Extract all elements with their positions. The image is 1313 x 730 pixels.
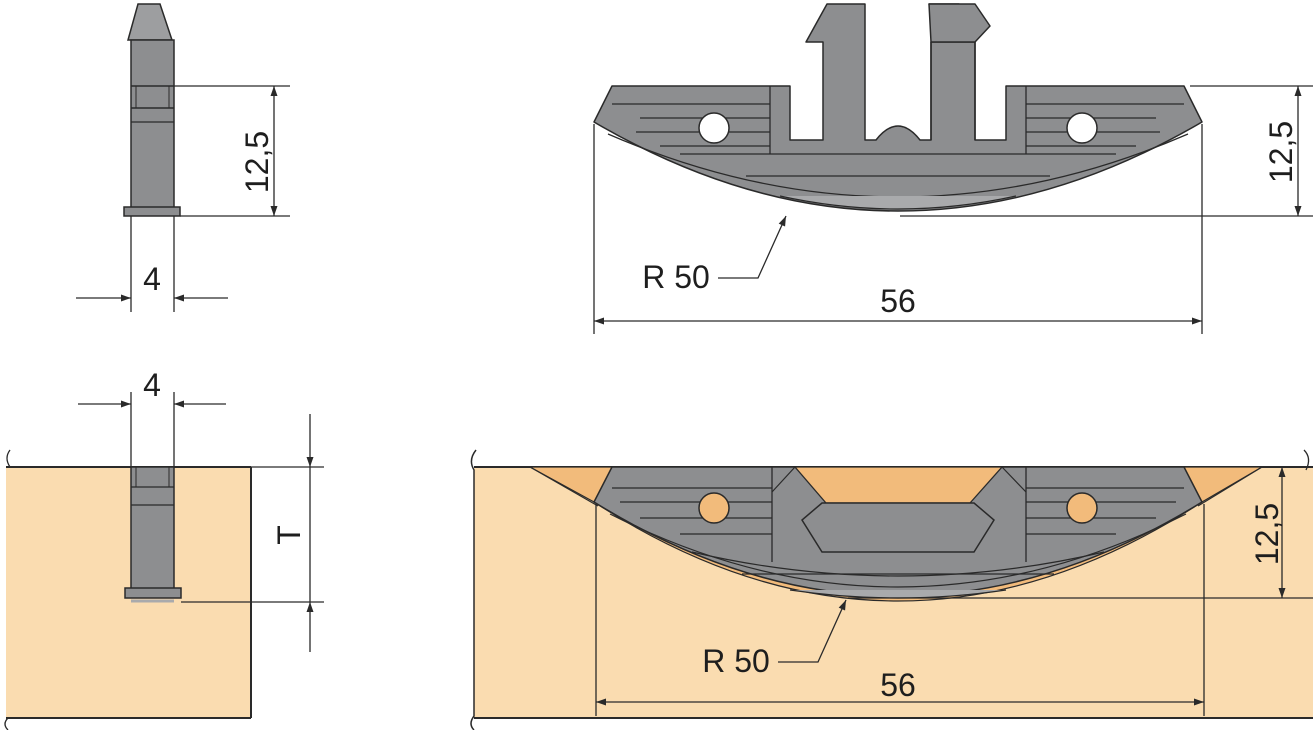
groove-depth-label: T xyxy=(271,525,307,545)
connector-front-body xyxy=(593,3,1203,212)
connector-side-profile xyxy=(123,3,181,217)
installed-radius-label: R 50 xyxy=(702,643,770,679)
connector-installed xyxy=(593,466,1203,599)
left-screw-hole-installed xyxy=(698,492,730,524)
front-width-label: 56 xyxy=(880,283,916,319)
installed-height-label: 12,5 xyxy=(1249,503,1285,565)
left-screw-hole xyxy=(698,112,730,144)
connector-in-groove xyxy=(124,466,182,603)
side-view-connector: 12,5 4 xyxy=(76,3,290,312)
front-radius-label: R 50 xyxy=(642,259,710,295)
installed-front-view: 12,5 R 50 56 xyxy=(470,449,1313,730)
side-width-label: 4 xyxy=(143,261,161,297)
right-screw-hole xyxy=(1066,112,1098,144)
installed-width-label: 56 xyxy=(880,667,916,703)
groove-width-label: 4 xyxy=(143,367,161,403)
right-screw-hole-installed xyxy=(1066,492,1098,524)
front-height-label: 12,5 xyxy=(1263,121,1299,183)
groove-side-view: 4 T xyxy=(4,367,324,730)
front-view-connector: 12,5 R 50 56 xyxy=(593,3,1313,334)
side-height-label: 12,5 xyxy=(239,131,275,193)
